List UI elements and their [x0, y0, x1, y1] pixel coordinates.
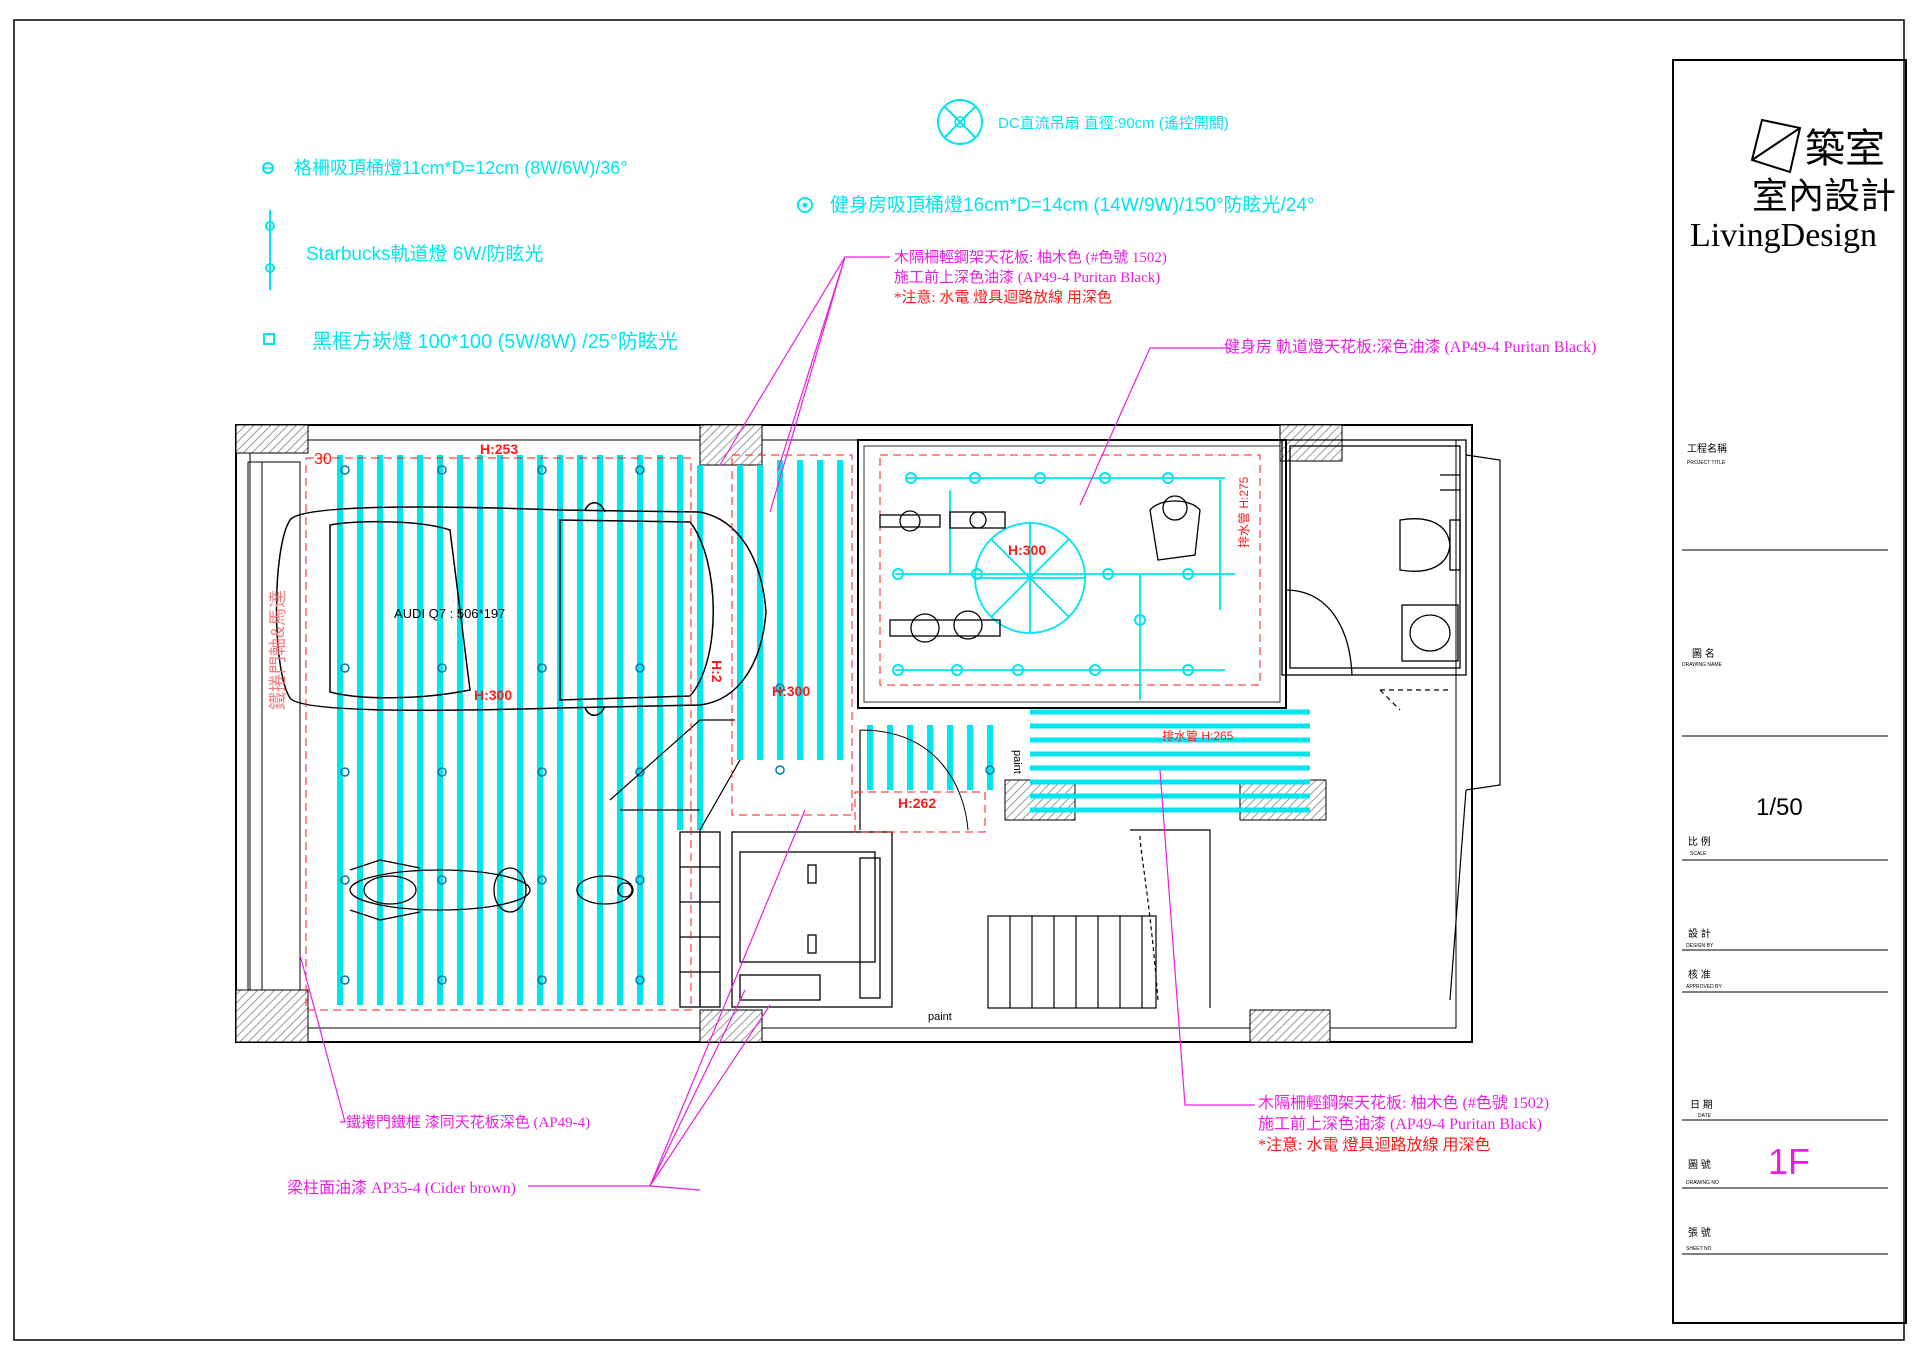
- label-shutter: 鐵捲門軸&馬達: [268, 590, 288, 710]
- note-ceiling-top-3: *注意: 水電 燈具迴路放線 用深色: [894, 288, 1112, 306]
- design-sub: DESIGN BY: [1686, 943, 1714, 949]
- track-light-icon: [265, 210, 275, 290]
- label-paint-1: paint: [1011, 750, 1023, 774]
- legend-square-light: 黑框方崁燈 100*100 (5W/8W) /25°防眩光: [312, 330, 678, 353]
- approved-sub: APPROVED BY: [1686, 984, 1723, 990]
- date-sub: DATE: [1698, 1113, 1712, 1119]
- scale-value: 1/50: [1756, 794, 1803, 821]
- garage-downlights: [340, 465, 995, 985]
- label-h2: H:2: [709, 660, 725, 683]
- label-h262: H:262: [898, 795, 936, 811]
- gym-downlights: [892, 472, 1194, 676]
- scooter-outline: [576, 875, 634, 905]
- note-ceiling-bottom-3: *注意: 水電 燈具迴路放線 用深色: [1258, 1135, 1490, 1154]
- label-h300-garage: H:300: [474, 687, 512, 703]
- shelving-unit: [679, 831, 721, 1008]
- note-gym-ceiling: 健身房 軌道燈天花板:深色油漆 (AP49-4 Puritan Black): [1224, 338, 1596, 356]
- approved-label: 核 准: [1688, 968, 1711, 981]
- drawing-no-label: 圖 號: [1688, 1158, 1711, 1171]
- gym-equipment: [879, 495, 1201, 643]
- gym-track-lights: [895, 477, 1235, 700]
- note-ceiling-bottom-2: 施工前上深色油漆 (AP49-4 Puritan Black): [1258, 1115, 1542, 1133]
- drawing-label: 圖 名: [1692, 647, 1715, 660]
- scale-sub: SCALE: [1690, 851, 1707, 857]
- note-ceiling-top-1: 木隔柵輕鋼架天花板: 柚木色 (#色號 1502): [894, 248, 1167, 266]
- bathroom: [1281, 439, 1467, 676]
- building-outline: [235, 424, 1473, 1043]
- legend-track-light: Starbucks軌道燈 6W/防眩光: [306, 243, 544, 265]
- structural-columns: [235, 424, 1343, 1043]
- motorcycle-outline: [349, 859, 531, 921]
- ceiling-boundaries: [305, 454, 986, 1011]
- label-h265: 排水管 H:265: [1162, 728, 1234, 743]
- label-h300-mid: H:300: [772, 683, 810, 699]
- project-label: 工程名稱: [1687, 442, 1727, 455]
- car-outline: [275, 502, 767, 716]
- label-dim-30: 30: [314, 451, 332, 468]
- annotations: 木隔柵輕鋼架天花板: 柚木色 (#色號 1502) 施工前上深色油漆 (AP49…: [287, 248, 1596, 1197]
- drawing-sub: DRAWING NAME: [1682, 662, 1722, 668]
- drawing-no-sub: DRAWING NO: [1686, 1180, 1719, 1186]
- note-column-paint: 梁柱面油漆 AP35-4 (Cider brown): [287, 1179, 516, 1197]
- project-sub: PROJECT TITLE: [1687, 460, 1726, 466]
- gym-room: [857, 439, 1287, 709]
- note-shutter-frame: 鐵捲門鐵框 漆同天花板深色 (AP49-4): [346, 1113, 590, 1131]
- label-h300-gym: H:300: [1008, 542, 1046, 558]
- design-label: 設 計: [1688, 927, 1711, 940]
- stairs: [987, 829, 1211, 1009]
- legend-grille-downlight: 格柵吸頂桶燈11cm*D=12cm (8W/6W)/36°: [294, 158, 627, 178]
- legend-gym-downlight: 健身房吸頂桶燈16cm*D=14cm (14W/9W)/150°防眩光/24°: [830, 194, 1315, 216]
- note-ceiling-top-2: 施工前上深色油漆 (AP49-4 Puritan Black): [894, 269, 1160, 286]
- label-h253: H:253: [480, 441, 518, 457]
- landing-grille-ceiling: [1030, 709, 1310, 813]
- annotation-leaders: [299, 256, 1255, 1191]
- floor-plan: AUDI Q7 : 506*197: [235, 424, 1501, 1043]
- logo-line2: 室內設計: [1752, 176, 1896, 216]
- grille-downlight-icon: [262, 162, 274, 174]
- storage-room: [731, 831, 893, 1008]
- note-ceiling-bottom-1: 木隔柵輕鋼架天花板: 柚木色 (#色號 1502): [1258, 1094, 1549, 1112]
- sheet-sub: SHEET NO: [1686, 1246, 1712, 1252]
- car-label: AUDI Q7 : 506*197: [394, 606, 505, 621]
- logo-line3: LivingDesign: [1690, 217, 1877, 254]
- logo-line1: 築室: [1805, 126, 1885, 171]
- sheet-label: 張 號: [1688, 1226, 1711, 1239]
- label-h275: 排水管 H:275: [1236, 476, 1251, 548]
- square-light-icon: [263, 333, 275, 345]
- legend-ceiling-fan: DC直流吊扇 直徑:90cm (遙控開關): [998, 115, 1229, 132]
- right-facade: [1379, 454, 1501, 1001]
- legend: 格柵吸頂桶燈11cm*D=12cm (8W/6W)/36° Starbucks軌…: [262, 99, 1315, 353]
- shutter-strip: [247, 461, 301, 991]
- date-label: 日 期: [1690, 1099, 1713, 1111]
- gym-downlight-icon: [797, 197, 813, 213]
- label-paint-2: paint: [928, 1011, 952, 1023]
- scale-label: 比 例: [1688, 835, 1711, 848]
- ceiling-fan-icon: [937, 99, 983, 145]
- logo: 築室 室內設計 LivingDesign: [1690, 118, 1896, 254]
- title-block: 築室 室內設計 LivingDesign 工程名稱 PROJECT TITLE …: [1672, 59, 1907, 1324]
- sheet-border: [13, 19, 1905, 1341]
- drawing-no: 1F: [1768, 1141, 1810, 1182]
